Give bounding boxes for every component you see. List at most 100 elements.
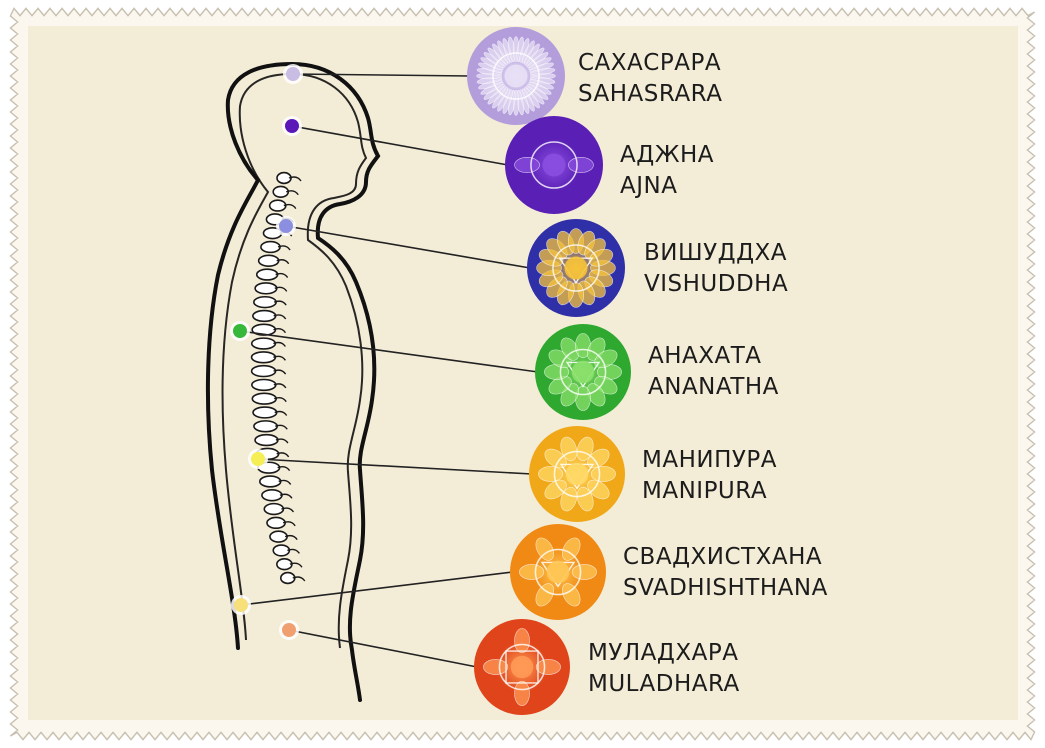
vertebra-process	[275, 272, 289, 278]
vertebra	[253, 295, 277, 309]
vertebra	[259, 475, 282, 488]
vertebra-process	[273, 328, 287, 334]
vertebra	[252, 309, 277, 323]
mandala-center	[546, 560, 570, 584]
mandala-petal	[544, 479, 567, 500]
vertebra	[276, 171, 292, 185]
vertebra-process	[274, 410, 288, 416]
mandala-petal	[571, 564, 597, 580]
chakra-point	[285, 119, 299, 133]
chakra-name-ru: САХАСРАРА	[578, 50, 722, 76]
mandala-ring	[559, 348, 607, 396]
vertebra-process	[276, 452, 290, 458]
chakra-points	[230, 64, 303, 640]
mandala-petal	[568, 157, 594, 173]
vertebra	[269, 530, 288, 543]
mandala-center	[542, 153, 566, 177]
vertebra	[250, 337, 277, 350]
mandala-petal	[535, 659, 561, 675]
mandala-center	[564, 256, 588, 280]
vertebra	[272, 544, 291, 557]
vertebra-process	[288, 176, 302, 182]
vertebra	[272, 185, 290, 198]
mandala-petal	[594, 349, 618, 369]
chakra-name-en: VISHUDDHA	[644, 271, 789, 297]
connector-line	[291, 125, 509, 166]
vertebra	[261, 489, 283, 502]
vertebra-process	[273, 341, 286, 347]
chakra-mandala	[467, 27, 565, 125]
vertebra-process	[292, 576, 306, 582]
vertebra	[252, 406, 278, 419]
mandala-center	[504, 64, 528, 88]
vertebra-process	[273, 300, 287, 306]
mandala-ring	[492, 52, 540, 100]
mandala-petal	[514, 680, 530, 706]
vertebra	[260, 240, 281, 254]
vertebra	[268, 199, 287, 212]
vertebra-process	[277, 465, 291, 472]
chakra-name-ru: МАНИПУРА	[642, 447, 777, 473]
vertebra-process	[273, 369, 287, 375]
vertebra-process	[278, 479, 292, 485]
mandala-ring	[530, 141, 578, 189]
chakra-name-en: AJNA	[620, 173, 678, 199]
mandala-geometry	[505, 650, 539, 684]
vertebra-process	[289, 562, 303, 568]
mandala-center	[510, 655, 534, 679]
chakra-name-ru: МУЛАДХАРА	[588, 640, 739, 666]
mandala-petal	[529, 68, 556, 76]
vertebra-process	[283, 203, 297, 210]
mandala-ring	[552, 244, 600, 292]
vertebra-process	[273, 383, 287, 389]
chakra-mandala	[535, 324, 631, 420]
vertebra	[257, 254, 280, 267]
vertebra	[266, 516, 286, 530]
body-outline-outer	[205, 61, 381, 702]
vertebra	[255, 268, 279, 281]
mandala-petal	[519, 564, 545, 580]
vertebra-process	[276, 259, 290, 265]
mandala-petal	[561, 537, 581, 561]
vertebra-process	[274, 286, 288, 292]
mandala-petal	[535, 537, 555, 561]
chakra-name-ru: АНАХАТА	[648, 343, 762, 369]
mandala-ring	[534, 548, 582, 596]
vertebra-process	[281, 507, 295, 513]
chakra-mandala	[505, 116, 603, 214]
body-outline-inner	[221, 72, 368, 649]
connector-line	[288, 629, 478, 668]
chakra-name-en: ANANATHA	[648, 374, 779, 400]
chakra-label-vishuddha: ВИШУДДХА VISHUDDHA	[644, 238, 788, 300]
vertebra-process	[284, 534, 298, 541]
vertebra-process	[273, 314, 287, 320]
mandala-ring	[498, 643, 546, 691]
mandala-petal	[514, 628, 530, 654]
chakra-name-en: SAHASRARA	[578, 81, 723, 107]
vertebra	[250, 364, 277, 378]
chakra-label-anahata: АНАХАТА ANANATHA	[648, 341, 779, 403]
connector-line	[257, 458, 533, 475]
vertebra	[254, 433, 279, 447]
chakra-name-en: MANIPURA	[642, 478, 768, 504]
vertebra-process	[287, 548, 300, 554]
chakra-mandalas	[467, 27, 631, 715]
chakra-label-sahasrara: САХАСРАРА SAHASRARA	[578, 48, 722, 110]
vertebra	[276, 558, 293, 571]
vertebra	[251, 378, 277, 392]
mandala-petal	[590, 466, 616, 482]
chakra-mandala	[529, 426, 625, 522]
vertebra-process	[274, 424, 288, 430]
chakra-name-ru: АДЖНА	[620, 142, 715, 168]
mandala-center	[571, 360, 595, 384]
mandala-petal	[544, 448, 567, 469]
chakra-mandala	[474, 619, 570, 715]
chakra-label-manipura: МАНИПУРА MANIPURA	[642, 445, 777, 507]
mandala-petal	[561, 583, 581, 607]
vertebra	[251, 392, 278, 405]
chakra-label-ajna: АДЖНА AJNA	[620, 140, 714, 202]
mandala-petal	[538, 466, 564, 482]
mandala-petal	[535, 583, 555, 607]
connector-line	[292, 73, 471, 77]
